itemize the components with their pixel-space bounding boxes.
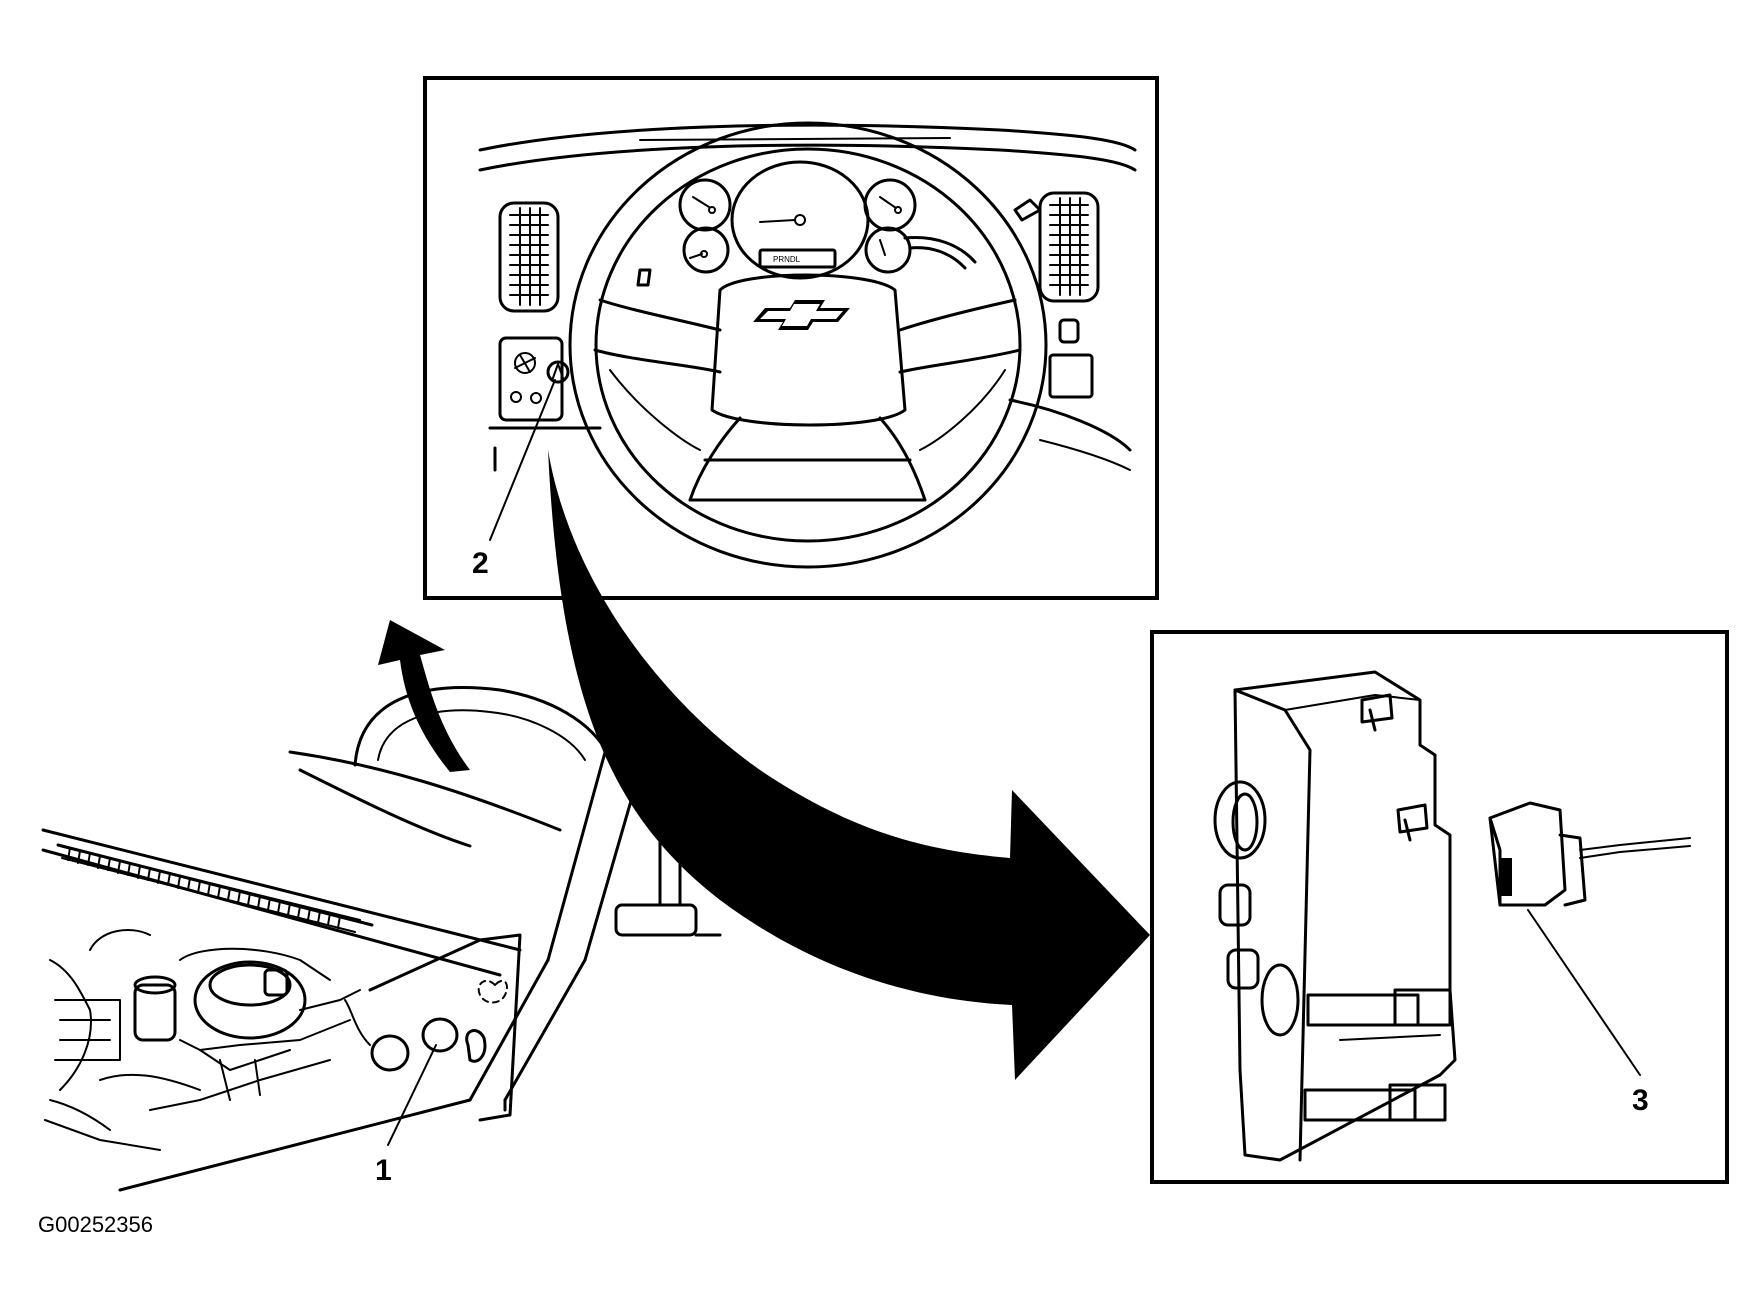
callout-1-leader bbox=[387, 1044, 437, 1146]
up-arrow bbox=[378, 620, 470, 772]
switch bbox=[1048, 353, 1094, 399]
steering-wheel bbox=[568, 121, 1048, 569]
callout-2-leader bbox=[489, 379, 556, 541]
left-air-vent bbox=[498, 201, 560, 313]
cluster-connector-inset: 3 bbox=[1150, 630, 1729, 1184]
cowl-grille bbox=[59, 845, 361, 933]
curved-arrow bbox=[548, 450, 1150, 1080]
figure-id: G00252356 bbox=[38, 1212, 153, 1237]
switch bbox=[1058, 318, 1080, 344]
callout-2: 2 bbox=[472, 547, 489, 580]
headlamp-switch-panel bbox=[498, 336, 570, 422]
instrument-cluster: PRNDL bbox=[636, 160, 1042, 287]
engine-bay-illustration bbox=[41, 620, 722, 1192]
cluster-electrical-connector bbox=[1488, 801, 1691, 907]
engine-components bbox=[44, 929, 361, 1151]
callout-3: 3 bbox=[1632, 1084, 1649, 1117]
callout-3-leader bbox=[1527, 909, 1641, 1076]
prndl-indicator: PRNDL bbox=[773, 255, 801, 264]
right-air-vent bbox=[1038, 191, 1100, 303]
dashboard-inset: PRNDL 2 bbox=[423, 76, 1159, 600]
callout-1: 1 bbox=[375, 1154, 392, 1187]
